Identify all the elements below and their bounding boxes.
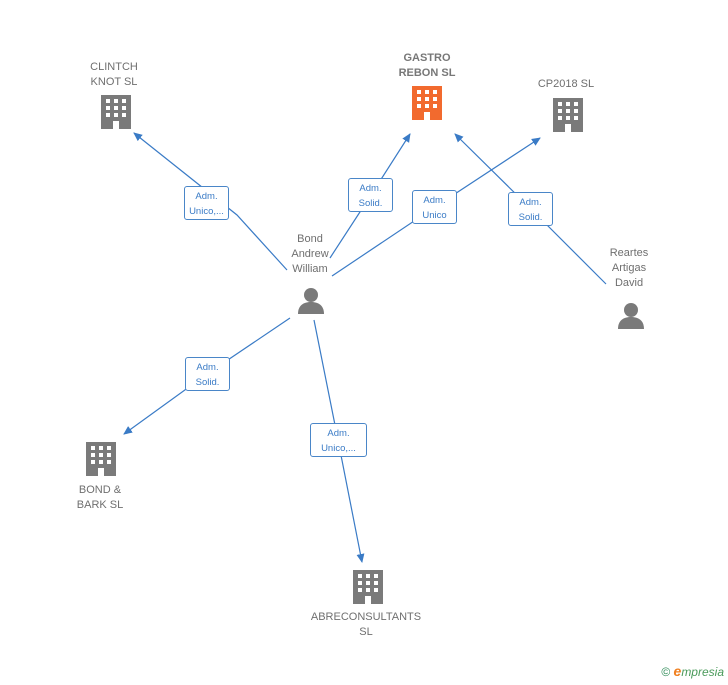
role-box-cp2018[interactable]: Adm. Unico (412, 190, 457, 224)
role-line: Solid. (518, 212, 543, 223)
brand-logo-text: mpresia (681, 665, 724, 679)
label-line: CLINTCH (90, 61, 138, 73)
role-line: Adm. (196, 362, 219, 373)
role-line: Adm. (195, 191, 218, 202)
role-line: Adm. (359, 183, 382, 194)
person-icon (298, 288, 324, 314)
node-label-cp2018[interactable]: CP2018 SL (538, 77, 594, 92)
label-line: William (292, 263, 328, 275)
building-icon (553, 98, 583, 132)
building-icon (86, 442, 116, 476)
role-box-clintch[interactable]: Adm. Unico,... (184, 186, 229, 220)
label-line: SL (359, 626, 373, 638)
role-box-bondbark[interactable]: Adm. Solid. (185, 357, 230, 391)
label-line: Andrew (291, 248, 329, 260)
brand-logo-letter: e (673, 663, 682, 679)
person-icon (618, 303, 644, 329)
label-line: Reartes (609, 247, 649, 259)
role-box-reartes[interactable]: Adm. Solid. (508, 192, 553, 226)
role-line: Solid. (358, 198, 383, 209)
role-line: Unico (422, 210, 447, 221)
label-line: ABRECONSULTANTS (310, 611, 422, 623)
node-label-gastro[interactable]: GASTRO REBON SL (399, 51, 456, 81)
edge-bond-clintch (133, 132, 288, 271)
building-icon (353, 570, 383, 604)
label-line: David (614, 277, 644, 289)
label-line: Bond (297, 233, 323, 245)
node-label-abre[interactable]: ABRECONSULTANTS SL (311, 610, 421, 640)
building-icon (412, 86, 442, 120)
node-label-clintch[interactable]: CLINTCH KNOT SL (90, 60, 138, 90)
label-line: GASTRO (403, 52, 451, 64)
building-icon (101, 95, 131, 129)
node-label-reartes[interactable]: Reartes Artigas David (610, 246, 649, 291)
node-label-bond[interactable]: Bond Andrew William (291, 232, 328, 277)
role-box-gastro[interactable]: Adm. Solid. (348, 178, 393, 212)
label-line: REBON SL (398, 67, 456, 79)
node-label-bondbark[interactable]: BOND & BARK SL (77, 483, 123, 513)
copyright-icon: © (661, 665, 671, 679)
brand-footer: © empresia (661, 663, 724, 679)
role-line: Unico,... (321, 443, 356, 454)
role-box-abre[interactable]: Adm. Unico,... (310, 423, 367, 457)
role-line: Solid. (195, 377, 220, 388)
label-line: KNOT SL (90, 76, 138, 88)
label-line: BARK SL (76, 499, 124, 511)
role-line: Unico,... (189, 206, 224, 217)
label-line: Artigas (611, 262, 647, 274)
role-line: Adm. (423, 195, 446, 206)
role-line: Adm. (519, 197, 542, 208)
label-line: BOND & (78, 484, 122, 496)
label-line: CP2018 SL (537, 78, 595, 90)
role-line: Adm. (327, 428, 350, 439)
